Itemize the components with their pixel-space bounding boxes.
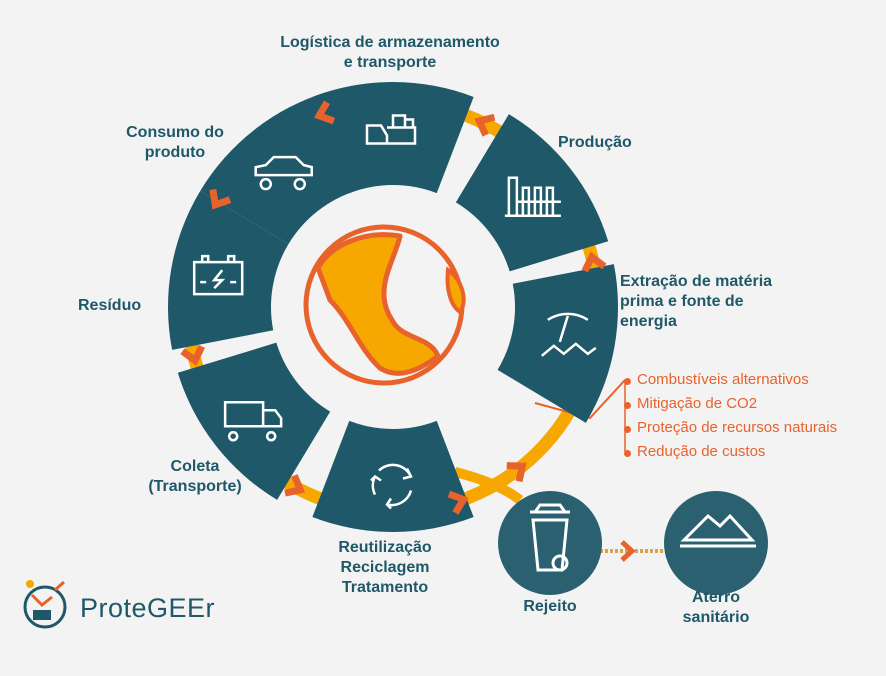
flow-chevron [284,474,306,497]
benefit-item: Redução de custos [637,443,766,460]
battery-icon [192,254,244,296]
stage-label-coleta: Coleta (Transporte) [148,458,242,495]
benefit-item: Combustíveis alternativos [637,371,809,388]
brand-name: ProteGEEr [80,593,216,623]
flow-chevron [313,100,336,125]
bullet-dot [624,378,631,385]
protegeer-logo-icon [23,580,67,629]
bullet-dot [624,402,631,409]
branch-arrow-path [453,467,524,504]
recycle-arrows-icon [370,463,413,510]
landfill-mountain-icon [680,513,756,548]
flow-chevron [209,188,232,210]
bullet-dot [624,426,631,433]
bullet-dot [624,450,631,457]
sector-consumo [200,91,358,245]
flow-chevron [506,462,527,483]
globe-icon [303,224,466,386]
factory-icon [504,176,561,217]
flow-chevron [447,490,469,515]
sector-logistica [312,82,474,194]
flow-chevron [474,113,496,137]
stage-label-reutilizacao: Reutilização Reciclagem Tratamento [338,539,432,596]
stage-label-residuo: Resíduo [78,297,142,314]
sector-reutilizacao [312,420,474,532]
connector-chevron [620,540,636,562]
sector-coleta [177,342,331,500]
mining-pickaxe-icon [541,312,597,357]
stage-label-consumo: Consumo do produto [126,124,224,161]
benefit-item: Proteção de recursos naturais [637,419,838,436]
benefit-item: Mitigação de CO2 [637,395,758,412]
sector-residuo [167,191,289,350]
car-icon [254,155,313,191]
stage-label-logistica: Logística de armazenamento e transporte [280,34,500,71]
stage-label-extracao: Extração de matéria prima e fonte de ene… [620,273,773,330]
end-label-rejeito: Rejeito [523,598,577,615]
sector-extracao [497,264,618,423]
end-label-aterro: Aterro sanitário [682,589,750,626]
flow-chevron [180,344,206,366]
benefits-connector [534,379,626,420]
flow-chevron [581,251,607,273]
delivery-truck-boxes-icon [365,114,417,145]
sector-producao [455,114,609,272]
rejeito-node [498,491,602,595]
stage-label-producao: Produção [558,134,632,151]
truck-icon [223,401,283,442]
aterro-node [664,491,768,595]
trash-bin-icon [530,503,570,572]
